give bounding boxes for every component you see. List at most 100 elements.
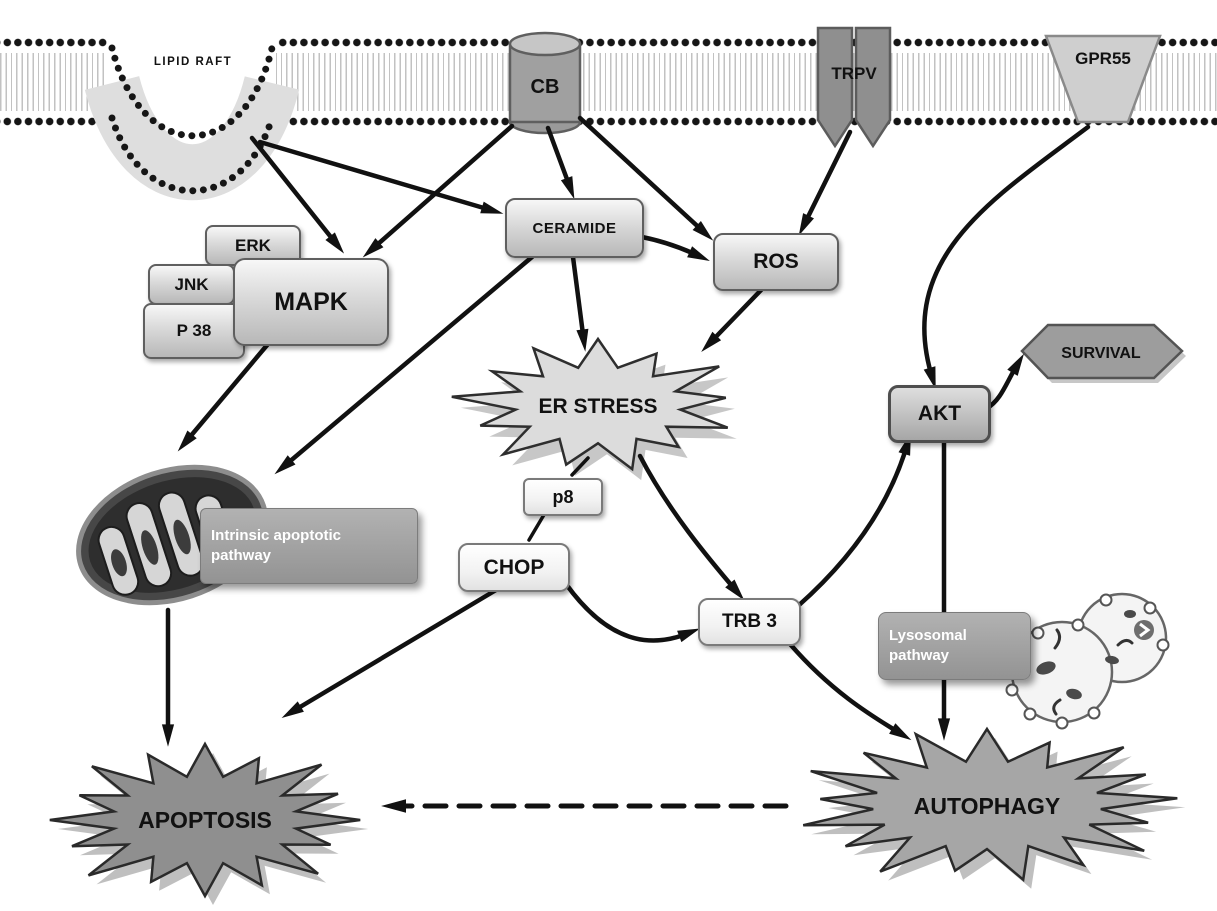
arrow-chop-to-trb3 — [563, 581, 694, 643]
arrowhead — [1007, 353, 1024, 376]
mitochondrion-crista-shade — [111, 549, 127, 577]
er-stress-star — [451, 336, 729, 472]
autophagy-star — [802, 726, 1178, 883]
raft-outer-bead-row — [108, 44, 276, 140]
lysosome-content-blob — [1105, 655, 1119, 665]
arrow-trb3-to-autophagy — [787, 641, 906, 738]
trpv-subunit-left — [816, 26, 854, 149]
ros-node: ROS — [713, 233, 839, 291]
arrow-raft-to-mapk — [249, 135, 341, 249]
arrowhead — [576, 328, 589, 352]
arrow-erstress-to-trb3 — [637, 453, 741, 596]
lysosome-membrane-bead — [1071, 618, 1085, 632]
survival-label: SURVIVAL — [1061, 345, 1141, 362]
arrowhead — [701, 331, 722, 352]
gpr55-trapezoid — [1044, 34, 1162, 124]
trpv-subunit-right — [854, 26, 892, 149]
p38-node: P 38 — [143, 303, 245, 359]
cb-cylinder-top — [508, 31, 582, 57]
cb-receptor-label: CB — [531, 76, 560, 98]
apoptosis-label: APOPTOSIS — [138, 807, 272, 833]
akt-label: AKT — [917, 402, 962, 425]
arrowhead — [480, 201, 504, 214]
erk-label: ERK — [235, 235, 271, 255]
lysosome-content-blob — [1066, 688, 1082, 700]
gpr55-receptor-label: GPR55 — [1075, 49, 1131, 68]
mitochondrion-crista-shade — [173, 519, 191, 555]
link-erstress-to-p8 — [570, 456, 590, 477]
arrow-cb-to-mapk — [367, 123, 515, 254]
survival-hexagon — [1020, 323, 1184, 380]
autophagy-label: AUTOPHAGY — [914, 793, 1061, 819]
ceramide-label: CERAMIDE — [532, 219, 617, 237]
arrowhead — [692, 221, 714, 241]
mapk-node: MAPK — [233, 258, 389, 346]
arrowhead — [177, 430, 197, 452]
akt-node: AKT — [888, 385, 991, 443]
lysosome-membrane-bead — [1055, 716, 1069, 730]
arrowhead — [274, 455, 296, 475]
ceramide-node: CERAMIDE — [505, 198, 644, 258]
mapk-label: MAPK — [274, 287, 348, 316]
lysosome-cluster — [1005, 592, 1170, 730]
mitochondrion-crista-shade — [141, 530, 159, 565]
arrow-ros-to-erstress — [705, 286, 765, 348]
arrow-trb3-to-akt — [795, 439, 911, 609]
lysosome-membrane-bead — [1099, 593, 1113, 607]
lysosome-content-blob — [1124, 610, 1136, 618]
arrowhead — [889, 723, 912, 741]
arrowhead — [161, 724, 175, 747]
intrinsic-pathway-line1: Intrinsic apoptotic — [211, 526, 342, 544]
trb3-label: TRB 3 — [722, 611, 777, 632]
lysosome-membrane-bead — [1005, 683, 1019, 697]
arrowhead — [725, 579, 745, 601]
intrinsic-pathway-line2: pathway — [211, 547, 272, 564]
lipid-raft-invagination: LIPID RAFT — [84, 36, 300, 201]
chevron-right-icon — [1139, 622, 1151, 638]
lysosomal-pathway-line1: Lysosomal — [889, 626, 967, 644]
intrinsic-apoptotic-pathway-box: Intrinsic apoptotic pathway — [200, 508, 418, 584]
arrowhead — [923, 366, 936, 390]
arrow-layer — [161, 115, 1091, 813]
gpr55-receptor: GPR55 — [1044, 34, 1162, 124]
lysosome-content-squiggle — [1052, 698, 1062, 716]
lysosome-membrane-bead — [1156, 638, 1170, 652]
lysosome-membrane-bead — [1143, 601, 1157, 615]
arrow-ceramide-to-erstress — [570, 254, 587, 345]
arrow-raft-to-ceramide — [257, 139, 497, 214]
apoptosis-star — [49, 741, 361, 899]
raft-inner-bead-row — [108, 114, 276, 195]
arrowhead — [687, 246, 710, 261]
jnk-node: JNK — [148, 264, 235, 305]
arrow-chop-to-apoptosis — [287, 587, 499, 716]
lysosome-membrane-bead — [1023, 707, 1037, 721]
arrowhead — [677, 628, 701, 643]
lysosome-dark-vesicle — [1134, 620, 1154, 640]
chop-node: CHOP — [458, 543, 570, 592]
p38-label: P 38 — [176, 321, 212, 340]
link-p8-to-chop — [527, 511, 547, 542]
p8-label: p8 — [552, 486, 574, 507]
raft-tail-band — [84, 75, 300, 201]
trb3-node: TRB 3 — [698, 598, 801, 646]
arrow-trpv-to-ros — [800, 129, 853, 230]
lysosome-membrane-bead — [1087, 706, 1101, 720]
arrow-ceramide-to-mitochondrion — [279, 254, 535, 471]
chop-label: CHOP — [483, 555, 545, 579]
lysosome-membrane-bead — [1031, 626, 1045, 640]
jnk-label: JNK — [174, 274, 209, 294]
lysosomal-pathway-line2: pathway — [889, 647, 950, 664]
arrowhead — [325, 232, 345, 254]
arrowhead — [560, 176, 575, 200]
lysosome-content-squiggle — [1116, 638, 1134, 647]
trpv-receptor-label: TRPV — [831, 64, 877, 83]
arrowhead — [281, 701, 304, 718]
er-stress-label: ER STRESS — [538, 395, 657, 418]
p8-node: p8 — [523, 478, 603, 516]
arrow-cb-to-ros — [577, 115, 709, 237]
arrow-mapk-to-mitochondrion — [181, 341, 271, 447]
arrowhead — [362, 238, 384, 258]
arrowhead — [381, 799, 406, 813]
